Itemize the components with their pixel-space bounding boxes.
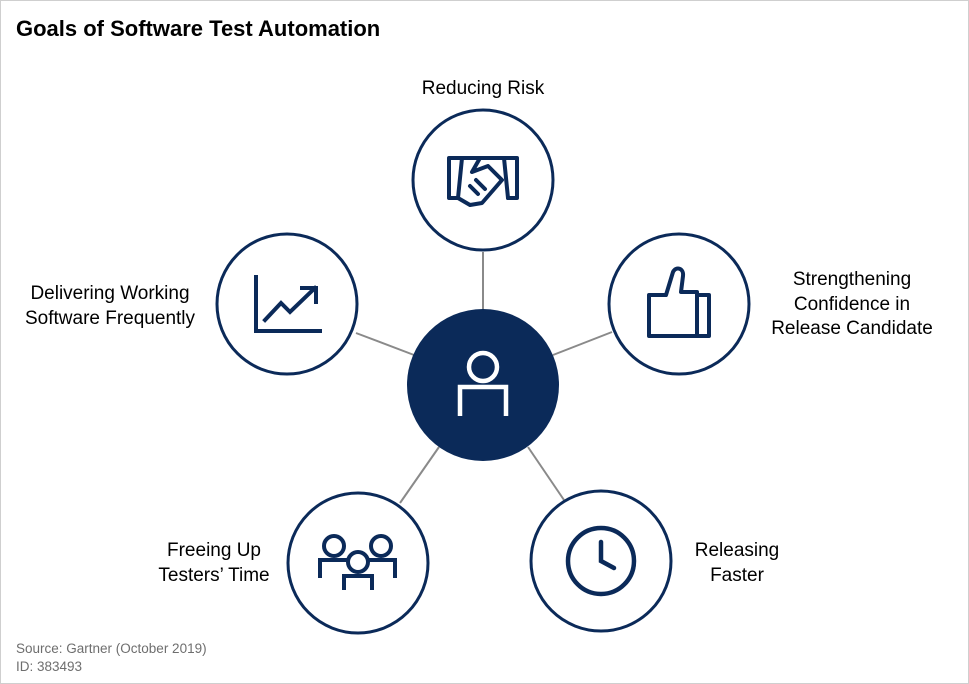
source-note: Source: Gartner (October 2019) — [16, 641, 207, 656]
label-line: Releasing — [694, 540, 780, 561]
person-icon — [457, 350, 509, 416]
label-freeing-up-testers-time: Freeing Up Testers’ Time — [140, 539, 288, 588]
label-releasing-faster: Releasing Faster — [676, 539, 798, 588]
connector-strengthening-confidence — [552, 331, 613, 356]
connector-freeing-up-testers-time — [399, 446, 440, 504]
label-line: Strengthening — [792, 269, 912, 290]
node-strengthening-confidence — [607, 232, 751, 376]
page-title: Goals of Software Test Automation — [16, 16, 381, 41]
label-delivering-working-software: Delivering Working Software Frequently — [10, 282, 210, 331]
node-freeing-up-testers-time — [286, 491, 430, 635]
thumbs-up-icon — [647, 266, 711, 338]
connector-releasing-faster — [527, 446, 565, 501]
label-reducing-risk: Reducing Risk — [400, 77, 566, 102]
label-line: Reducing Risk — [421, 78, 545, 99]
label-line: Testers’ Time — [158, 564, 270, 586]
people-group-icon — [318, 534, 397, 590]
trend-chart-icon — [254, 275, 322, 333]
connector-delivering-working-software — [355, 332, 415, 356]
clock-icon — [565, 525, 637, 597]
handshake-icon — [447, 156, 519, 207]
connectors — [355, 252, 613, 504]
label-line: Confidence in — [793, 293, 911, 315]
node-delivering-working-software — [215, 232, 359, 376]
node-releasing-faster — [529, 489, 673, 633]
document-id: ID: 383493 — [16, 659, 83, 674]
label-line: Delivering Working — [30, 283, 190, 304]
center-node — [407, 309, 559, 461]
label-line: Freeing Up — [167, 540, 261, 561]
label-line: Release Candidate — [771, 318, 933, 339]
label-strengthening-confidence: Strengthening Confidence in Release Cand… — [752, 268, 952, 342]
label-line: Software Frequently — [24, 307, 196, 329]
label-line: Faster — [710, 564, 764, 586]
node-reducing-risk — [411, 108, 555, 252]
